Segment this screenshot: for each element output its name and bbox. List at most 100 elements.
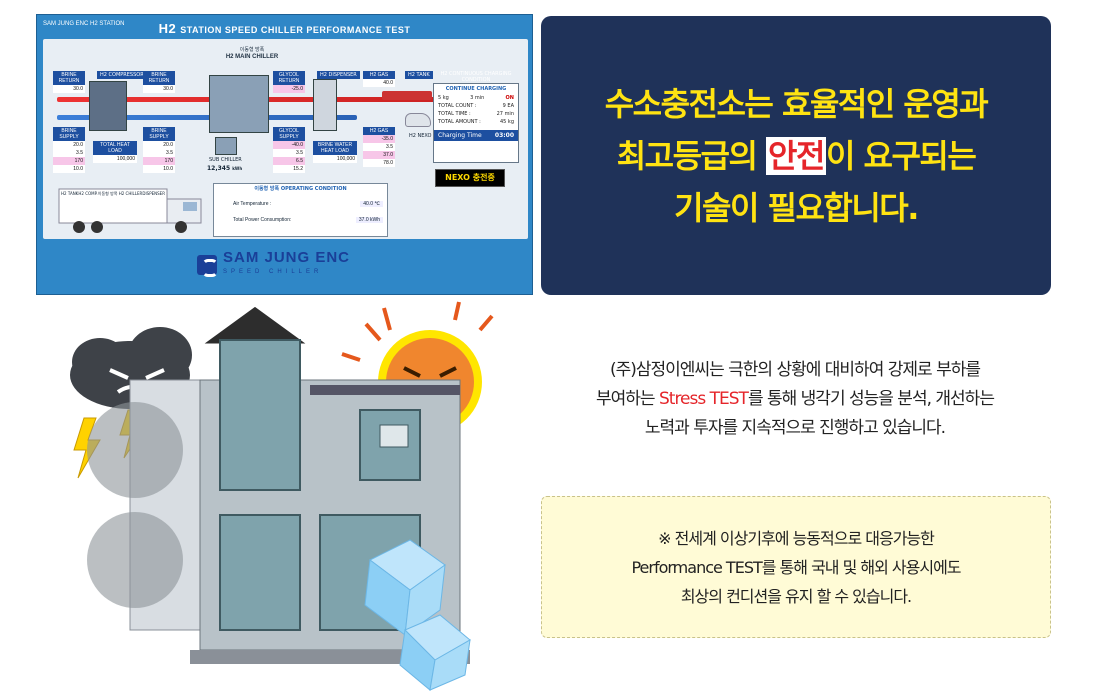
hmi-sub-power-value: 12,345 [207,165,231,172]
hmi-main-chiller-unit [209,75,269,133]
hmi-heat-load-2-value: 100,000 [313,155,357,163]
brand-wordmark: SAM JUNG ENC SPEED CHILLER [223,250,350,279]
brand-logo: SAM JUNG ENC SPEED CHILLER [197,250,350,279]
headline-line-2-pre: 최고등급의 [616,136,767,175]
headline-highlight: 안전 [766,136,826,175]
hmi-charging-state: ON [505,95,514,101]
hmi-temp-d-value: 37.0 [363,151,395,159]
hmi-charging-setting: 5 kg 3 min ON [434,94,518,102]
hmi-air-temp-row: Air Temperature : 40.0 ℃ [233,201,383,207]
hmi-operating-panel [213,183,388,237]
hmi-sub-power-unit: kWh [232,166,243,171]
hmi-charging-panel: CONTINUE CHARGING 5 kg 3 min ON TOTAL CO… [433,83,519,163]
hmi-total-time: 27 [496,111,503,117]
hmi-power-unit: kWh [370,217,380,223]
hmi-brine-return-2-value: 30.0 [143,85,175,93]
samjung-logo-icon [197,255,218,277]
hmi-dispenser-tag: H2 DISPENSER [317,71,360,79]
hmi-title-text: STATION SPEED CHILLER PERFORMANCE TEST [180,25,411,35]
hmi-main-chiller-name: H2 MAIN CHILLER [225,54,279,60]
hmi-total-count-row: TOTAL COUNT : 9 EA [434,102,518,110]
description-line-2-post: 를 통해 냉각기 성능을 분석, 개선하는 [747,389,995,409]
hmi-total-count: 9 [502,103,506,109]
hmi-power-label: Total Power Consumption: [233,217,292,223]
hmi-temp-c-value: 6.5 [273,157,305,165]
brand-sub: SPEED CHILLER [223,269,323,275]
description-line-2-pre: 부여하는 [596,389,659,409]
hmi-heat-load-2: BRINE WATER HEAT LOAD 100,000 [313,141,357,163]
hmi-compressor-unit [89,81,127,131]
hmi-total-amount: 45 [499,119,507,125]
hmi-title-h2: H2 [158,21,177,36]
car-icon [405,113,431,127]
hmi-power-row: Total Power Consumption: 37.0 kWh [233,217,383,223]
note-line-2: Performance TEST를 통해 국내 및 해외 사용시에도 [631,557,961,577]
hmi-truck-label-2: H2 COMP. [78,191,98,196]
hmi-heat-load-1: TOTAL HEAT LOAD 100,000 [93,141,137,163]
hmi-flow-2-value: 3.5 [143,149,175,157]
hmi-power: 37.0 [358,217,369,223]
hmi-total-time-row: TOTAL TIME : 27 min [434,110,518,118]
hmi-gas-2-value: -35.0 [363,135,395,143]
headline-line-2-post: 이 요구되는 [825,136,977,175]
hmi-sub-chiller-unit [215,137,237,155]
headline-line-2: 최고등급의 안전이 요구되는 [616,130,977,182]
hmi-glycol-return-value: -25.0 [273,85,305,93]
hmi-continue-charging: CONTINUE CHARGING [445,86,507,92]
hmi-air-temp: 40.0 [363,201,373,207]
description-line-1: (주)삼정이엔씨는 극한의 상황에 대비하여 강제로 부하를 [609,360,981,380]
hmi-charging-kg: 5 [438,95,442,101]
hmi-heat-load-1-value: 100,000 [93,155,137,163]
hmi-total-amount-row: TOTAL AMOUNT : 45 kg [434,118,518,126]
hmi-brine-return-1-value: 30.0 [53,85,85,93]
hmi-charging-title: H2 CONTINUOUS CHARGING CONDITION [440,71,512,83]
hmi-sub-chiller-power: 12,345 kWh [207,165,242,172]
hmi-temp-a-value: 170 [53,157,85,165]
hmi-total-amount-unit: kg [507,119,514,125]
hmi-diff-2-value: 10.0 [143,165,175,173]
description-line-2: 부여하는 Stress TEST를 통해 냉각기 성능을 분석, 개선하는 [540,385,1050,414]
hmi-sub-chiller-label: SUB CHILLER [209,157,242,163]
hmi-total-count-unit: EA [507,103,514,109]
hmi-total-amount-label: TOTAL AMOUNT : [438,119,481,125]
hmi-brine-supply-2-value: 20.0 [143,141,175,149]
hmi-truck-label-1: H2 TANK [61,191,79,196]
hmi-total-time-unit: min [504,111,514,117]
hmi-gas-2: H2 GAS -35.0 3.5 37.0 78.0 [363,127,395,167]
hmi-charging-kg-unit: kg [442,95,449,101]
hmi-glycol-return: GLYCOL RETURN-25.0 [273,71,305,93]
hmi-tank-tag: H2 TANK [405,71,433,79]
hmi-temp-b-value: 170 [143,157,175,165]
note-line-3: 최상의 컨디션을 유지 할 수 있습니다. [680,586,912,606]
hmi-operating-title: 이동형 방폭 OPERATING CONDITION [254,186,347,192]
hmi-truck-label-4: DISPENSER [142,191,165,196]
hmi-tank-cylinders [382,91,432,100]
hmi-flow-4-value: 3.5 [363,143,395,151]
hmi-charging-time-row: Charging Time 03:00 [434,130,518,141]
hmi-nexo-badge: NEXO 충전중 [435,169,505,187]
hmi-flow-3-value: 3.5 [273,149,305,157]
hmi-charging-time: 03:00 [494,132,514,139]
hmi-flow-1-value: 3.5 [53,149,85,157]
hmi-air-temp-label: Air Temperature : [233,201,272,207]
truck-icon [58,188,202,233]
hmi-truck-label-3: 이동형 방폭 H2 CHILLER [97,191,143,196]
hmi-nexo-label: H2 NEXO [409,133,432,139]
hmi-dispenser-unit [313,79,337,131]
headline-line-1: 수소충전소는 효율적인 운영과 [604,84,989,123]
hmi-main-chiller-sub: 이동형 방폭 [239,47,265,53]
hmi-main-chiller-label: 이동형 방폭 H2 MAIN CHILLER [207,47,297,61]
hmi-charging-min: 3 [470,95,474,101]
hmi-cold-pipe [57,115,357,120]
description-line-3: 노력과 투자를 지속적으로 진행하고 있습니다. [644,418,946,438]
hmi-glycol-supply-value: -40.0 [273,141,305,149]
headline-line-3: 기술이 필요합니다. [674,188,919,227]
hmi-truck-labels: H2 TANK H2 COMP. 이동형 방폭 H2 CHILLER DISPE… [61,191,165,197]
hmi-gas-1-value: 40.0 [363,79,395,87]
hmi-total-time-label: TOTAL TIME : [438,111,471,117]
hmi-diff-1-value: 10.0 [53,165,85,173]
